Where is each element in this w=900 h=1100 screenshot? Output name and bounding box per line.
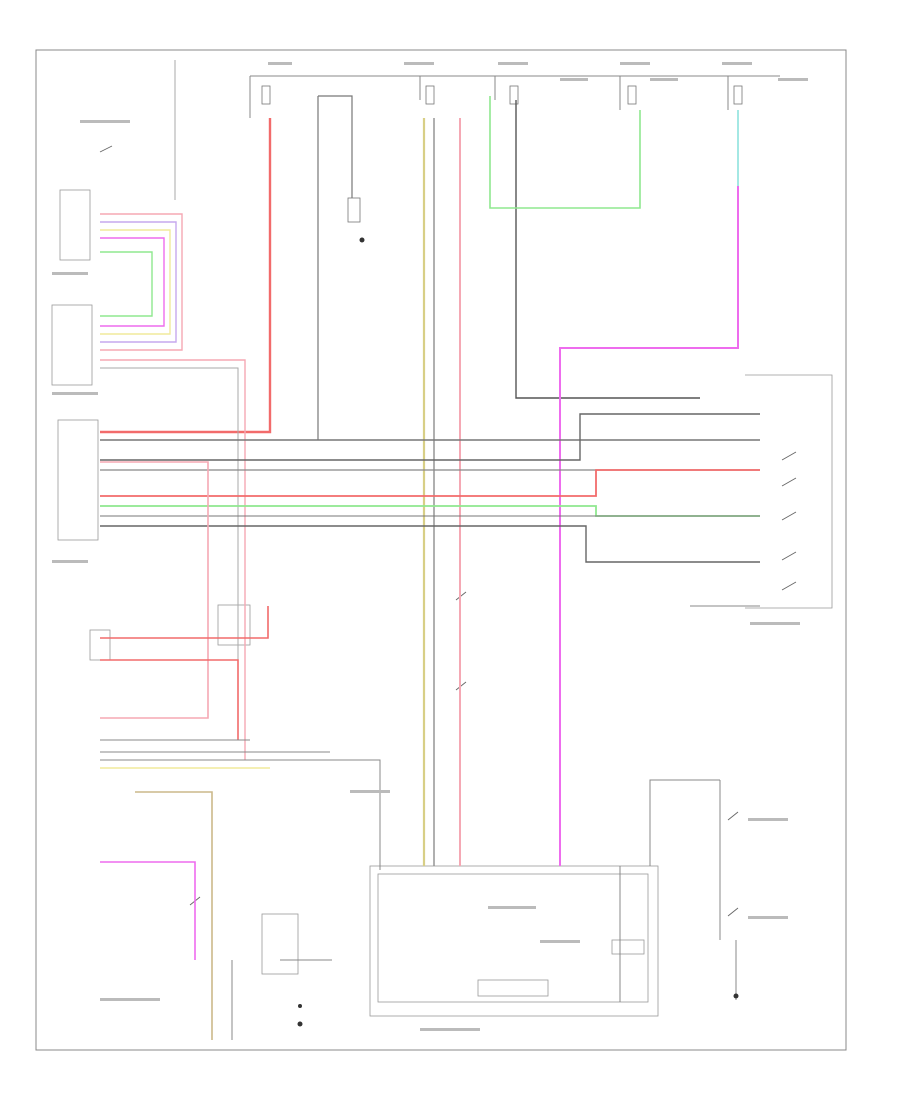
top-power-bus bbox=[249, 75, 780, 118]
horizontal-bus bbox=[100, 413, 760, 607]
diagram-border bbox=[35, 49, 847, 1051]
ground-points bbox=[297, 237, 739, 1027]
left-harness bbox=[100, 213, 246, 760]
left-modules bbox=[51, 189, 251, 661]
right-lower-wires bbox=[619, 779, 737, 1002]
switch-symbols bbox=[99, 145, 797, 917]
lower-left-harness bbox=[100, 461, 381, 870]
right-modules bbox=[261, 374, 833, 1017]
bottom-left-harness bbox=[100, 791, 332, 1040]
label-marks bbox=[52, 62, 808, 1031]
fuse-symbols bbox=[261, 85, 743, 223]
vertical-trunks bbox=[100, 60, 739, 866]
